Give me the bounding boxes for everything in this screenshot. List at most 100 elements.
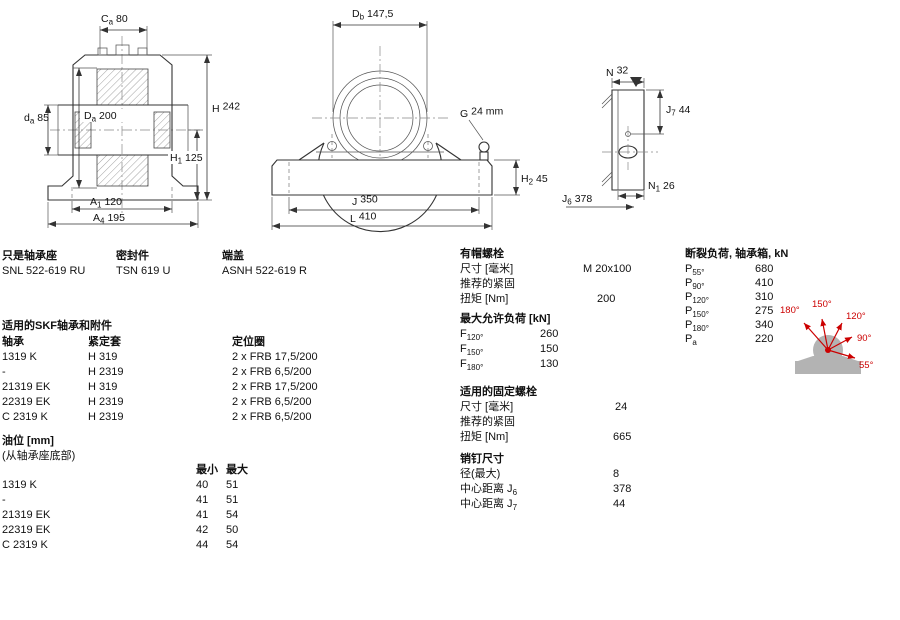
load-symbol: F150° bbox=[460, 343, 484, 358]
locating-ring: 2 x FRB 17,5/200 bbox=[232, 351, 318, 363]
cap-bolts-title: 有帽螺栓 bbox=[460, 248, 504, 260]
end-cover-label: 端盖 bbox=[222, 250, 244, 262]
bearing-name: 22319 EK bbox=[2, 524, 51, 536]
max-load-row: F120°260 bbox=[460, 327, 558, 343]
bearing-section-top bbox=[96, 68, 149, 106]
oil-min: 44 bbox=[196, 539, 209, 551]
col-max: 最大 bbox=[226, 464, 248, 476]
load-value: 310 bbox=[755, 291, 774, 303]
angle-label-150: 150° bbox=[812, 299, 832, 310]
pin-j7-value: 44 bbox=[613, 498, 626, 510]
pin-j6-value: 378 bbox=[613, 483, 632, 495]
max-load-row: F150° 150 bbox=[460, 342, 558, 358]
load-value: 150 bbox=[540, 343, 559, 355]
pin-dia-row: 径(最大) 8 bbox=[460, 467, 619, 482]
sleeve: H 2319 bbox=[88, 396, 124, 408]
load-symbol: Pa bbox=[685, 333, 697, 348]
col-ring: 定位圈 bbox=[232, 336, 265, 348]
grease-fitting bbox=[478, 141, 490, 153]
bearings-header: 轴承 紧定套 定位圈 bbox=[2, 335, 265, 350]
foundation-bolts-title: 适用的固定螺栓 bbox=[460, 386, 537, 398]
oil-min: 40 bbox=[196, 479, 209, 491]
bearing-name: - bbox=[2, 366, 6, 378]
size-row: 尺寸 [毫米] 24 bbox=[460, 400, 627, 415]
torque-row: 扭矩 [Nm] 200 bbox=[460, 292, 615, 307]
load-symbol: P180° bbox=[685, 319, 709, 334]
seal-section-right bbox=[153, 111, 171, 149]
load-symbol: F120° bbox=[460, 328, 484, 343]
breaking-load-block: 断裂负荷, 轴承箱, kN P55°680 P90°410 P120°310 P… bbox=[685, 247, 788, 348]
seal-block: 密封件 TSN 619 U bbox=[116, 249, 170, 279]
load-direction-diagram: 180° 150° 120° 90° 55° bbox=[780, 299, 874, 374]
breaking-load-row: P150°275 bbox=[685, 304, 788, 319]
angle-label-90: 90° bbox=[857, 333, 872, 344]
max-load-block: 最大允许负荷 [kN] F120°260 F150° 150 F180°130 bbox=[460, 312, 558, 373]
load-value: 680 bbox=[755, 263, 774, 275]
bearing-row: 22319 EK H 2319 2 x FRB 6,5/200 bbox=[2, 395, 312, 410]
size-value: M 20x100 bbox=[583, 263, 632, 275]
pin-j6-label: 中心距离 J6 bbox=[460, 483, 518, 498]
mini-housing-base bbox=[795, 361, 861, 374]
torque-row: 扭矩 [Nm] 665 bbox=[460, 430, 631, 445]
max-load-row: F180°130 bbox=[460, 357, 558, 373]
sleeve: H 319 bbox=[88, 351, 118, 363]
sleeve: H 2319 bbox=[88, 366, 124, 378]
breaking-load-row: P180° 340 bbox=[685, 318, 788, 334]
pin-j7-label: 中心距离 J7 bbox=[460, 498, 518, 513]
locating-ring: 2 x FRB 6,5/200 bbox=[232, 411, 312, 423]
housing-only-value: SNL 522-619 RU bbox=[2, 265, 86, 277]
seal-label: 密封件 bbox=[116, 250, 149, 262]
torque-value: 665 bbox=[613, 431, 632, 443]
bearing-section-bottom bbox=[96, 154, 149, 187]
housing-only-block: 只是轴承座 SNL 522-619 RU bbox=[2, 249, 85, 279]
bearing-name: 22319 EK bbox=[2, 396, 51, 408]
oil-max: 51 bbox=[226, 494, 239, 506]
pins-title: 销钉尺寸 bbox=[460, 453, 504, 465]
bearing-name: C 2319 K bbox=[2, 411, 48, 423]
side-view-drawing bbox=[271, 46, 493, 233]
oil-header: 最小 最大 bbox=[2, 463, 248, 478]
oil-max: 54 bbox=[226, 539, 239, 551]
locating-ring: 2 x FRB 6,5/200 bbox=[232, 396, 312, 408]
angle-label-180: 180° bbox=[780, 305, 800, 316]
oil-min: 41 bbox=[196, 509, 209, 521]
pin-dia-value: 8 bbox=[613, 468, 620, 480]
end-view-drawing bbox=[601, 77, 658, 191]
oil-min: 42 bbox=[196, 524, 209, 536]
load-value: 340 bbox=[755, 319, 774, 331]
load-symbol: F180° bbox=[460, 358, 484, 373]
bearing-name: C 2319 K bbox=[2, 539, 48, 551]
oil-row: C 2319 K 44 54 bbox=[2, 538, 238, 553]
load-value: 275 bbox=[755, 305, 774, 317]
bearings-title: 适用的SKF轴承和附件 bbox=[2, 320, 112, 332]
pins-block: 销钉尺寸 径(最大) 8 中心距离 J6 378 中心距离 J7 44 bbox=[460, 452, 631, 513]
sleeve: H 2319 bbox=[88, 411, 124, 423]
torque-label: 扭矩 [Nm] bbox=[460, 431, 509, 443]
size-value: 24 bbox=[615, 401, 628, 413]
torque-label: 扭矩 [Nm] bbox=[460, 293, 509, 305]
bearing-row: C 2319 K H 2319 2 x FRB 6,5/200 bbox=[2, 410, 312, 425]
max-load-title: 最大允许负荷 [kN] bbox=[460, 313, 551, 325]
breaking-load-row: P120°310 bbox=[685, 290, 788, 305]
oil-min: 41 bbox=[196, 494, 209, 506]
pin-j7-row: 中心距离 J7 44 bbox=[460, 497, 625, 513]
col-min: 最小 bbox=[196, 464, 218, 476]
front-view-drawing bbox=[47, 36, 200, 216]
oil-max: 54 bbox=[226, 509, 239, 521]
size-label: 尺寸 [毫米] bbox=[460, 401, 514, 413]
